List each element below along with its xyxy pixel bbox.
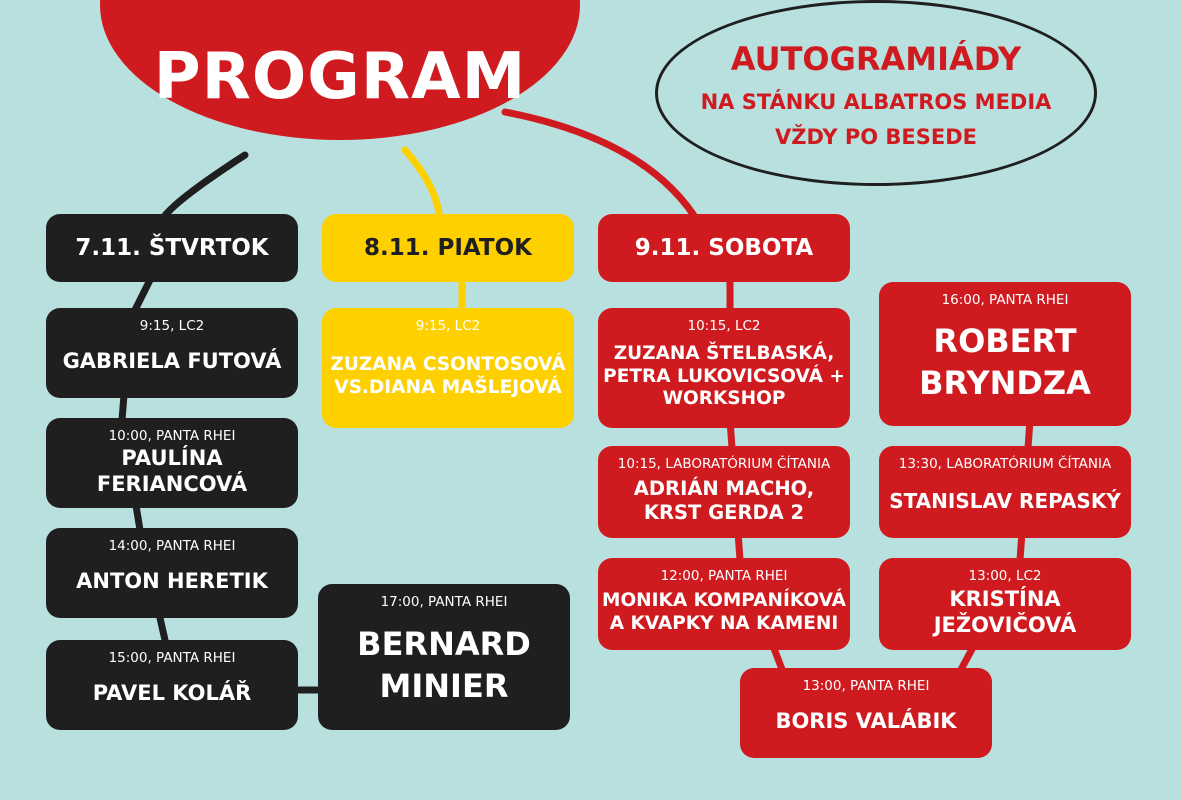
event-time: 10:15, LABORATÓRIUM ČÍTANIA — [617, 456, 831, 472]
autograph-oval — [655, 0, 1097, 186]
day-header-friday: 8.11. PIATOK — [322, 214, 574, 282]
event-name: BORIS VALÁBIK — [775, 709, 957, 734]
page-title: PROGRAM — [153, 40, 527, 114]
connector-title-saturday — [501, 108, 704, 229]
day-label: 9.11. SOBOTA — [634, 235, 814, 261]
event-boris-valabik: 13:00, PANTA RHEI BORIS VALÁBIK — [740, 668, 992, 758]
autograph-line-1: NA STÁNKU ALBATROS MEDIA — [700, 90, 1052, 114]
event-time: 15:00, PANTA RHEI — [108, 650, 236, 666]
event-anton-heretik: 14:00, PANTA RHEI ANTON HERETIK — [46, 528, 298, 618]
autograph-title: AUTOGRAMIÁDY — [730, 40, 1022, 78]
event-time: 9:15, LC2 — [139, 318, 205, 334]
day-header-saturday: 9.11. SOBOTA — [598, 214, 850, 282]
event-adrian-macho: 10:15, LABORATÓRIUM ČÍTANIA ADRIÁN MACHO… — [598, 446, 850, 538]
day-label: 7.11. ŠTVRTOK — [75, 235, 269, 261]
event-time: 17:00, PANTA RHEI — [380, 594, 508, 610]
event-name: STANISLAV REPASKÝ — [889, 488, 1121, 513]
event-time: 13:30, LABORATÓRIUM ČÍTANIA — [898, 456, 1112, 472]
event-time: 13:00, PANTA RHEI — [802, 678, 930, 694]
autograph-line-2: VŽDY PO BESEDE — [774, 125, 978, 149]
event-gabriela-futova: 9:15, LC2 GABRIELA FUTOVÁ — [46, 308, 298, 398]
day-header-thursday: 7.11. ŠTVRTOK — [46, 214, 298, 282]
event-stelbaska-lukovicsova: 10:15, LC2 ZUZANA ŠTELBASKÁ,PETRA LUKOVI… — [598, 308, 850, 428]
event-name: ZUZANA ŠTELBASKÁ,PETRA LUKOVICSOVÁ +WORK… — [603, 342, 845, 410]
event-pavel-kolar: 15:00, PANTA RHEI PAVEL KOLÁŘ — [46, 640, 298, 730]
event-name: ADRIÁN MACHO,KRST GERDA 2 — [633, 477, 815, 524]
event-time: 12:00, PANTA RHEI — [660, 568, 788, 584]
event-name: ANTON HERETIK — [76, 569, 268, 594]
event-name: PAVEL KOLÁŘ — [92, 681, 252, 706]
event-time: 10:15, LC2 — [687, 318, 761, 334]
day-label: 8.11. PIATOK — [364, 235, 532, 261]
event-time: 13:00, LC2 — [968, 568, 1042, 584]
event-name: GABRIELA FUTOVÁ — [62, 349, 282, 374]
event-stanislav-repasky: 13:30, LABORATÓRIUM ČÍTANIA STANISLAV RE… — [879, 446, 1131, 538]
event-time: 9:15, LC2 — [415, 318, 481, 334]
event-time: 14:00, PANTA RHEI — [108, 538, 236, 554]
event-time: 16:00, PANTA RHEI — [941, 292, 1069, 308]
event-time: 10:00, PANTA RHEI — [108, 428, 236, 444]
